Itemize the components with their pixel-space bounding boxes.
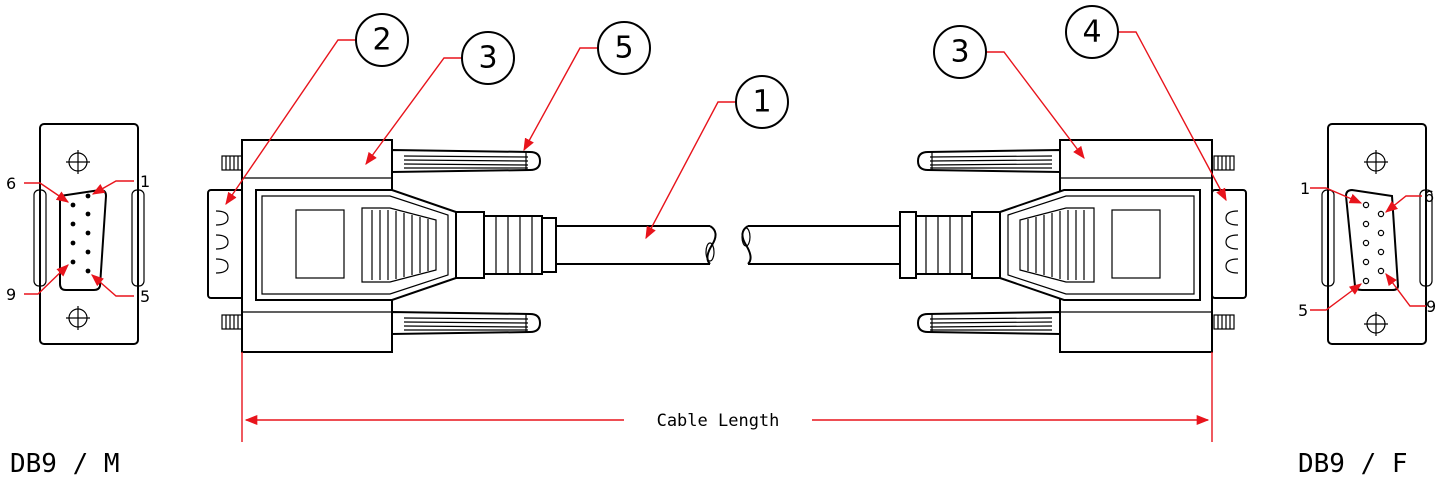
pin-array: [70, 193, 91, 274]
callout-leaders: [225, 31, 1227, 240]
callout-3-label: 3: [950, 35, 969, 70]
mount-hole-icon: [66, 150, 90, 174]
callout-1-label: 1: [752, 85, 771, 120]
callout-3-label: 3: [478, 41, 497, 76]
callout-3-left: 3: [461, 31, 515, 85]
dimension-label: Cable Length: [657, 411, 780, 431]
pin-label: 5: [140, 287, 150, 306]
callout-2-label: 2: [372, 23, 391, 58]
cable-length-dimension: Cable Length: [241, 352, 1213, 442]
pin-label: 1: [140, 172, 150, 191]
female-face-view: 1 6 5 9: [1298, 123, 1436, 345]
callout-4: 4: [1065, 5, 1119, 59]
male-connector-label: DB9 / M: [10, 449, 120, 479]
pin-label: 9: [1426, 297, 1436, 316]
mount-hole-icon: [1364, 312, 1388, 336]
male-face-view: 6 1 9 5: [6, 123, 150, 345]
mount-hole-icon: [1364, 150, 1388, 174]
male-connector: [207, 139, 557, 353]
callout-2: 2: [355, 13, 409, 67]
pin-label: 1: [1300, 179, 1310, 198]
pin-label: 9: [6, 285, 16, 304]
callout-5: 5: [597, 21, 651, 75]
callout-4-label: 4: [1082, 15, 1101, 50]
cable: [556, 225, 900, 265]
female-connector: [899, 139, 1247, 353]
pin-label: 6: [6, 174, 16, 193]
mount-hole-icon: [66, 306, 90, 330]
pin-label: 6: [1424, 187, 1434, 206]
female-connector-label: DB9 / F: [1298, 449, 1408, 479]
callout-5-label: 5: [614, 31, 633, 66]
socket-array: [1362, 201, 1385, 285]
callout-3-right: 3: [933, 25, 987, 79]
pin-label: 5: [1298, 301, 1308, 320]
callout-1: 1: [735, 75, 789, 129]
